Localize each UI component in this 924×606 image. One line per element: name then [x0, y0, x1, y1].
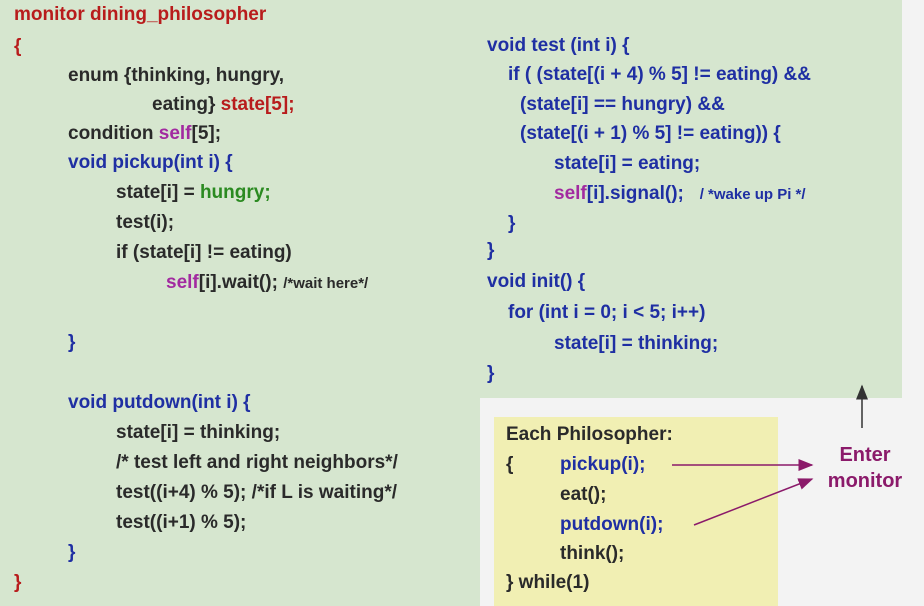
pickup-hungry-value: hungry;	[199, 182, 271, 203]
pickup-wait-comment: /*wait here*/	[283, 275, 369, 292]
condition-keyword: condition	[68, 123, 159, 144]
philosopher-pickup: pickup(i);	[560, 454, 646, 475]
enum-state-array: state[5];	[220, 94, 295, 115]
putdown-header: void putdown(int i) {	[68, 392, 251, 413]
enum-line-2: eating} state[5];	[152, 94, 295, 116]
self-array-size: [5];	[191, 123, 222, 144]
pickup-line-2: test(i);	[116, 212, 175, 233]
pickup-state-assign: state[i] =	[116, 182, 200, 203]
test-inner-close-brace: }	[508, 213, 516, 234]
test-line-2: (state[i] == hungry) &&	[520, 94, 725, 115]
init-line-1: for (int i = 0; i < 5; i++)	[508, 302, 706, 323]
test-eating-value: eating;	[637, 153, 701, 174]
philosopher-open-brace: {	[506, 454, 514, 475]
pickup-line-1: state[i] = hungry;	[116, 182, 271, 204]
putdown-left-comment: /*if L is waiting*/	[251, 482, 398, 503]
pickup-self: self	[166, 272, 199, 293]
test-close-brace: }	[487, 240, 495, 261]
condition-declaration: condition self[5];	[68, 123, 221, 145]
pickup-line-3: if (state[i] != eating)	[116, 242, 292, 263]
monitor-close-brace: }	[14, 572, 22, 593]
putdown-test-left: test((i+4) % 5);	[116, 482, 252, 503]
test-line-3: (state[(i + 1) % 5] != eating)) {	[520, 123, 781, 144]
self-identifier: self	[158, 123, 192, 144]
test-state-assign: state[i] =	[554, 153, 638, 174]
test-line-1: if ( (state[(i + 4) % 5] != eating) &&	[508, 64, 811, 85]
init-close-brace: }	[487, 363, 495, 384]
putdown-close-brace: }	[68, 542, 76, 563]
init-line-2: state[i] = thinking;	[554, 333, 719, 354]
putdown-line-3: test((i+4) % 5); /*if L is waiting*/	[116, 482, 397, 504]
enum-line-1: enum {thinking, hungry,	[68, 65, 285, 86]
philosopher-title: Each Philosopher:	[506, 424, 673, 445]
monitor-open-brace: {	[14, 36, 22, 57]
test-self: self	[554, 183, 587, 204]
philosopher-eat: eat();	[560, 484, 607, 505]
enum-eating: eating}	[152, 94, 221, 115]
pickup-line-4: self[i].wait(); /*wait here*/	[166, 272, 368, 295]
pickup-close-brace: }	[68, 332, 76, 353]
test-header: void test (int i) {	[487, 35, 630, 56]
test-signal-comment: / *wake up Pi */	[699, 186, 806, 203]
pickup-wait-call: [i].wait();	[198, 272, 284, 293]
slide-right-edge-background	[902, 0, 924, 398]
pickup-header: void pickup(int i) {	[68, 152, 233, 173]
test-line-5: self[i].signal(); / *wake up Pi */	[554, 183, 806, 206]
philosopher-while: } while(1)	[506, 572, 590, 593]
enter-label-line-2: monitor	[827, 470, 903, 492]
test-line-4: state[i] = eating;	[554, 153, 700, 175]
test-signal-call: [i].signal();	[586, 183, 700, 204]
putdown-line-2: /* test left and right neighbors*/	[116, 452, 398, 473]
enter-label-line-1: Enter	[839, 444, 891, 466]
putdown-line-1: state[i] = thinking;	[116, 422, 281, 443]
init-header: void init() {	[487, 271, 586, 292]
philosopher-putdown: putdown(i);	[560, 514, 664, 535]
monitor-header: monitor dining_philosopher	[14, 4, 267, 25]
putdown-arrow	[693, 478, 814, 526]
enter-monitor-label: Enter monitor	[820, 442, 910, 494]
philosopher-think: think();	[560, 543, 625, 564]
putdown-line-4: test((i+1) % 5);	[116, 512, 247, 533]
